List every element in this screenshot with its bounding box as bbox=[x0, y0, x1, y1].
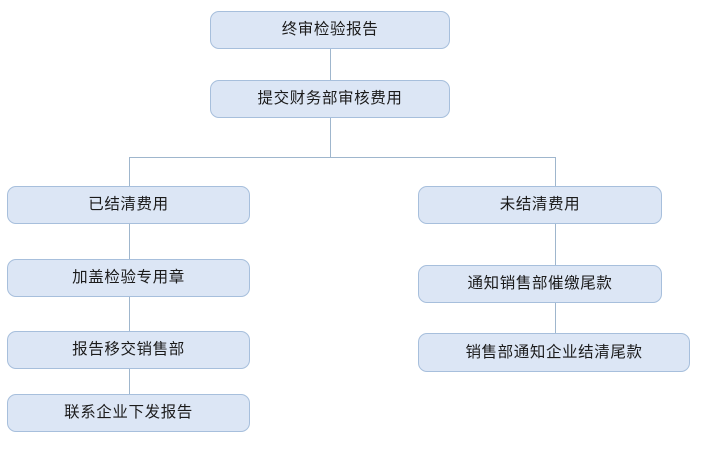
node-label: 加盖检验专用章 bbox=[72, 269, 185, 287]
node-fee-settled[interactable]: 已结清费用 bbox=[7, 186, 250, 224]
node-sales-notify-company-settle[interactable]: 销售部通知企业结清尾款 bbox=[418, 333, 690, 372]
node-label: 报告移交销售部 bbox=[72, 341, 185, 359]
node-label: 通知销售部催缴尾款 bbox=[467, 275, 613, 293]
node-affix-inspection-seal[interactable]: 加盖检验专用章 bbox=[7, 259, 250, 297]
node-label: 销售部通知企业结清尾款 bbox=[465, 343, 643, 361]
node-label: 已结清费用 bbox=[88, 196, 169, 214]
node-transfer-report-to-sales[interactable]: 报告移交销售部 bbox=[7, 331, 250, 369]
node-label: 终审检验报告 bbox=[281, 21, 379, 39]
node-label: 未结清费用 bbox=[499, 196, 581, 214]
node-contact-company-issue-report[interactable]: 联系企业下发报告 bbox=[7, 394, 250, 432]
node-notify-sales-collect-balance[interactable]: 通知销售部催缴尾款 bbox=[418, 265, 662, 303]
node-label: 联系企业下发报告 bbox=[64, 404, 193, 422]
node-final-inspection-report[interactable]: 终审检验报告 bbox=[210, 11, 450, 49]
node-label: 提交财务部审核费用 bbox=[257, 90, 403, 108]
node-submit-finance-review-fee[interactable]: 提交财务部审核费用 bbox=[210, 80, 450, 118]
node-fee-unsettled[interactable]: 未结清费用 bbox=[418, 186, 662, 224]
